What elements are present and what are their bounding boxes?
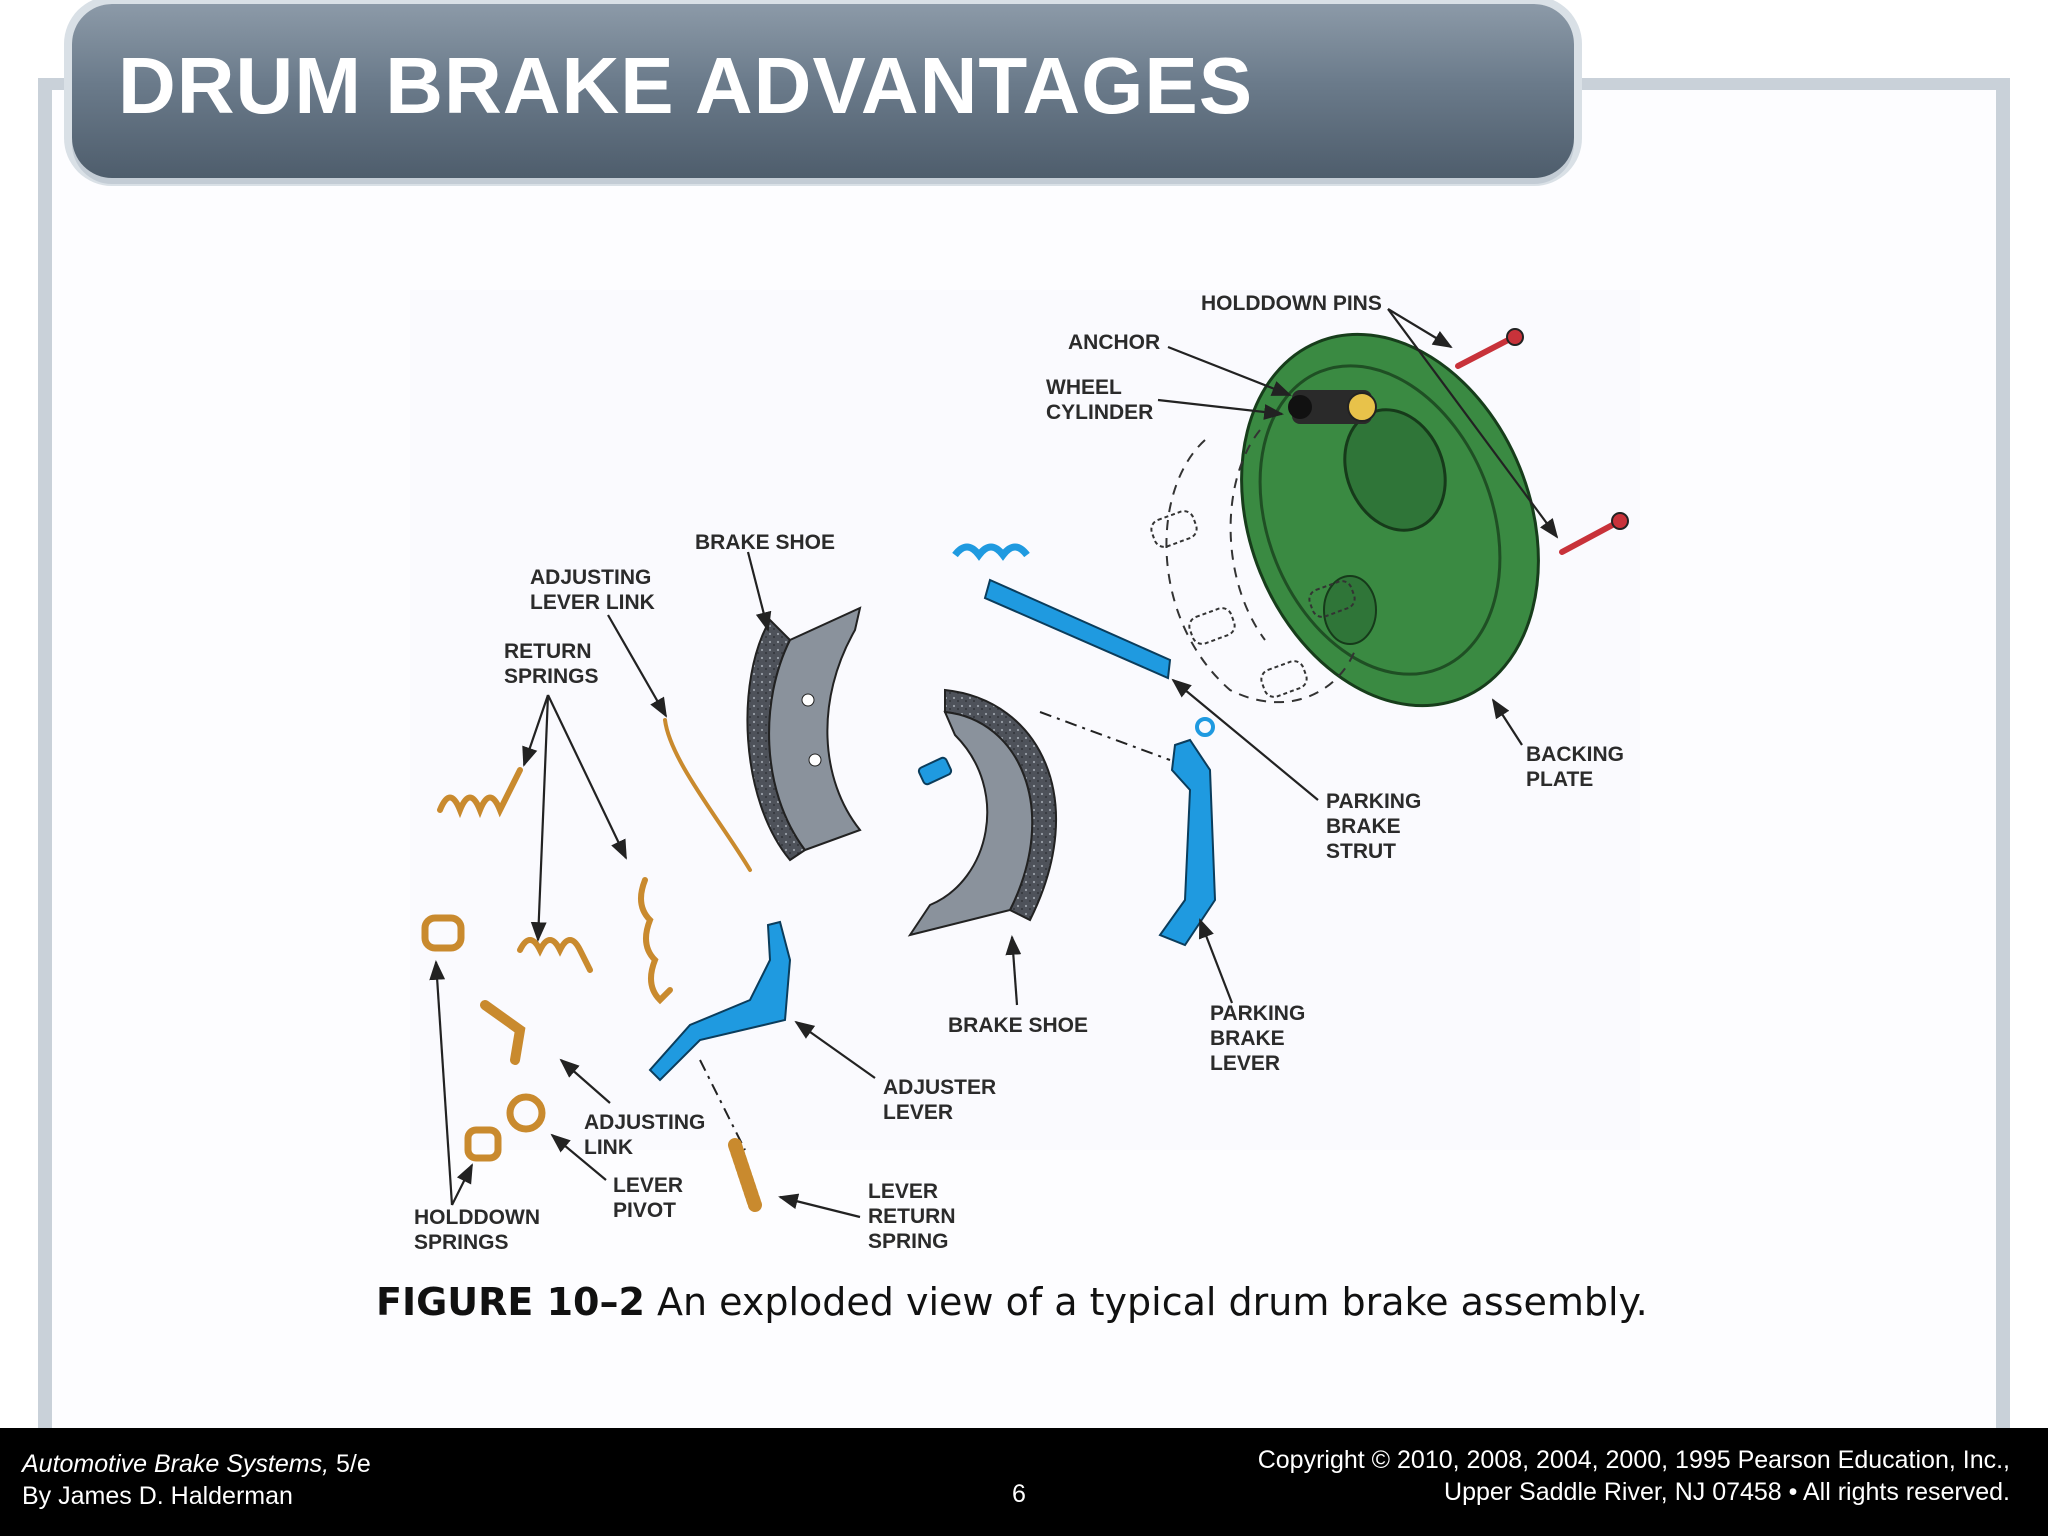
- brake-shoe-top: [746, 606, 862, 862]
- figure-caption: FIGURE 10–2 An exploded view of a typica…: [376, 1280, 1648, 1324]
- slide-title: DRUM BRAKE ADVANTAGES: [118, 41, 1254, 130]
- label-parking-brake-lever-1: PARKING: [1210, 1002, 1305, 1025]
- label-holddown-springs-2: SPRINGS: [414, 1231, 509, 1254]
- label-adjuster-lever-2: LEVER: [883, 1101, 953, 1124]
- dashed-springs: [1150, 510, 1356, 698]
- label-backing-plate-1: BACKING: [1526, 743, 1624, 766]
- label-lever-pivot-1: LEVER: [613, 1174, 683, 1197]
- label-wheel-cylinder-2: CYLINDER: [1046, 401, 1153, 424]
- brake-shoe-bottom: [907, 688, 1057, 937]
- leader-lines: [429, 308, 1559, 1219]
- footer-book-title: Automotive Brake Systems,: [22, 1450, 330, 1478]
- backing-plate: [1240, 332, 1540, 708]
- label-lever-return-spring-1: LEVER: [868, 1180, 938, 1203]
- footer-bar: Automotive Brake Systems, 5/e By James D…: [0, 1428, 2048, 1536]
- label-brake-shoe-bottom: BRAKE SHOE: [948, 1014, 1088, 1037]
- parking-brake-lever: [1158, 738, 1217, 947]
- figure-description: An exploded view of a typical drum brake…: [644, 1280, 1648, 1324]
- footer-book-info: Automotive Brake Systems, 5/e By James D…: [22, 1448, 371, 1512]
- label-wheel-cylinder-1: WHEEL: [1046, 376, 1122, 399]
- footer-copyright: Copyright © 2010, 2008, 2004, 2000, 1995…: [1258, 1444, 2010, 1508]
- label-anchor: ANCHOR: [1068, 331, 1160, 354]
- label-adjusting-lever-link-1: ADJUSTING: [530, 566, 651, 589]
- label-holddown-springs-1: HOLDDOWN: [414, 1206, 540, 1229]
- label-brake-shoe-top: BRAKE SHOE: [695, 531, 835, 554]
- label-adjusting-link-1: ADJUSTING: [584, 1111, 705, 1134]
- footer-author: By James D. Halderman: [22, 1482, 293, 1510]
- label-adjusting-link-2: LINK: [584, 1136, 633, 1159]
- label-return-springs-1: RETURN: [504, 640, 592, 663]
- label-parking-brake-lever-2: BRAKE: [1210, 1027, 1285, 1050]
- label-adjusting-lever-link-2: LEVER LINK: [530, 591, 655, 614]
- label-lever-return-spring-2: RETURN: [868, 1205, 956, 1228]
- springs: [421, 718, 762, 1212]
- adjuster-plug: [917, 717, 1215, 786]
- label-lever-return-spring-3: SPRING: [868, 1230, 949, 1253]
- title-bar: [72, 4, 1574, 178]
- footer-page-number: 6: [1012, 1480, 1026, 1508]
- label-parking-brake-strut-1: PARKING: [1326, 790, 1421, 813]
- parking-brake-strut: [952, 543, 1172, 680]
- label-adjuster-lever-1: ADJUSTER: [883, 1076, 996, 1099]
- label-parking-brake-strut-3: STRUT: [1326, 840, 1396, 863]
- holddown-pins: [1455, 328, 1629, 555]
- part-labels: HOLDDOWN PINS ANCHOR WHEEL CYLINDER BRAK…: [414, 292, 1624, 1254]
- footer-edition: 5/e: [329, 1450, 371, 1478]
- label-parking-brake-lever-3: LEVER: [1210, 1052, 1280, 1075]
- footer-copyright-line-1: Copyright © 2010, 2008, 2004, 2000, 1995…: [1257, 1446, 2010, 1474]
- label-holddown-pins: HOLDDOWN PINS: [1201, 292, 1382, 315]
- adjuster-lever: [648, 920, 792, 1151]
- figure-number: FIGURE 10–2: [376, 1280, 645, 1324]
- footer-copyright-line-2: Upper Saddle River, NJ 07458 • All right…: [1444, 1478, 2010, 1506]
- label-backing-plate-2: PLATE: [1526, 768, 1593, 791]
- label-return-springs-2: SPRINGS: [504, 665, 599, 688]
- label-parking-brake-strut-2: BRAKE: [1326, 815, 1401, 838]
- label-lever-pivot-2: PIVOT: [613, 1199, 676, 1222]
